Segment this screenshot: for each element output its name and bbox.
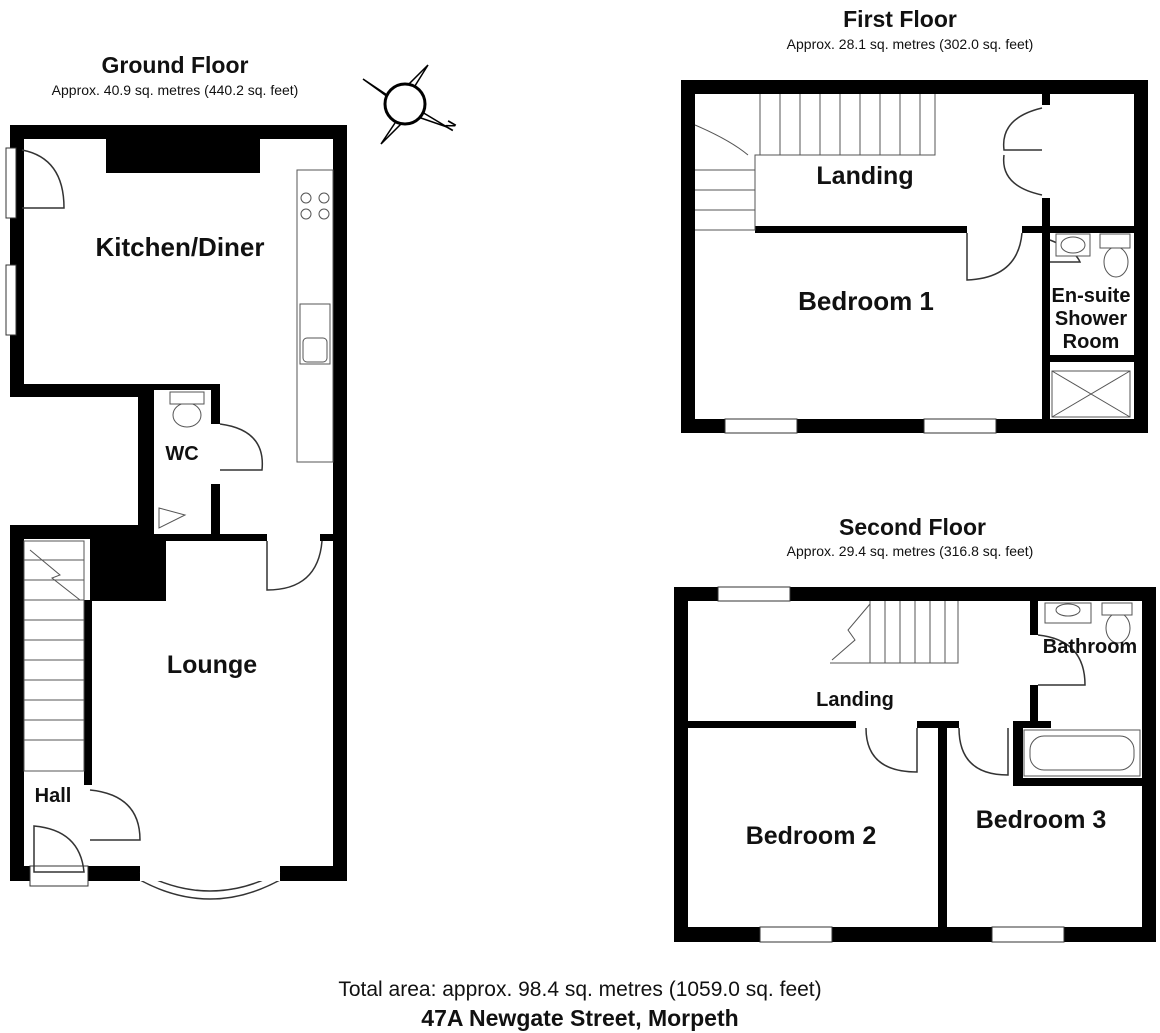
room-label-landing-second: Landing — [816, 689, 894, 711]
room-label-lounge: Lounge — [167, 651, 257, 679]
second-floor-plan — [674, 586, 1156, 943]
ground-floor-title: Ground Floor — [101, 52, 249, 78]
room-label-bedroom-1: Bedroom 1 — [798, 286, 934, 316]
first-floor-title: First Floor — [843, 6, 957, 32]
room-label-bathroom: Bathroom — [1043, 636, 1137, 658]
total-area: Total area: approx. 98.4 sq. metres (105… — [338, 978, 822, 1001]
second-floor-area: Approx. 29.4 sq. metres (316.8 sq. feet) — [786, 543, 1034, 559]
room-label-bedroom-3: Bedroom 3 — [976, 806, 1107, 834]
room-label-wc: WC — [165, 443, 198, 465]
first-floor-area: Approx. 28.1 sq. metres (302.0 sq. feet) — [786, 36, 1034, 52]
room-label-ensuite-1: En-suite — [1052, 285, 1131, 307]
room-label-landing-first: Landing — [816, 162, 913, 190]
compass-north-label: N — [442, 118, 460, 134]
room-label-kitchen-diner: Kitchen/Diner — [95, 232, 264, 262]
compass-icon — [362, 64, 448, 145]
ground-floor-area: Approx. 40.9 sq. metres (440.2 sq. feet) — [51, 82, 299, 98]
room-label-ensuite-3: Room — [1063, 331, 1120, 353]
room-label-bedroom-2: Bedroom 2 — [746, 822, 877, 850]
property-address: 47A Newgate Street, Morpeth — [421, 1005, 739, 1031]
room-label-ensuite-2: Shower — [1055, 308, 1127, 330]
ground-floor-plan — [5, 125, 347, 900]
second-floor-title: Second Floor — [839, 514, 986, 540]
room-label-hall: Hall — [35, 785, 72, 807]
first-floor-plan — [681, 80, 1148, 434]
